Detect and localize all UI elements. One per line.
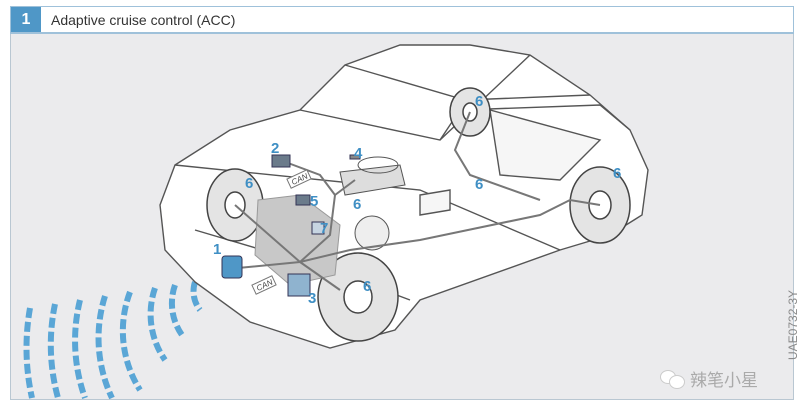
engine-ecu	[271, 154, 291, 168]
label-3: 3	[308, 290, 316, 307]
label-6-rear-right: 6	[613, 165, 621, 182]
acc-sensor-unit	[221, 255, 243, 279]
label-6-front-right: 6	[363, 278, 371, 295]
label-7: 7	[320, 220, 328, 237]
wechat-icon	[660, 369, 686, 389]
actuator	[311, 221, 325, 235]
label-6-rear-left: 6	[475, 93, 483, 110]
transmission-ecu	[295, 194, 311, 206]
figure-code: UAE0732-3Y	[786, 289, 800, 360]
lever	[349, 154, 361, 160]
wiring-harness	[234, 111, 601, 291]
label-2: 2	[271, 140, 279, 157]
figure-header: 1 Adaptive cruise control (ACC)	[10, 6, 794, 34]
label-5: 5	[310, 193, 318, 210]
figure-number: 1	[11, 7, 41, 32]
watermark-text: 辣笔小星	[690, 371, 758, 390]
component-labels: 1 2 3 4 5 6 6 6 6 6 6 7	[213, 93, 621, 307]
radar-waves	[23, 281, 203, 400]
esp-ecu	[287, 273, 311, 297]
label-4: 4	[354, 145, 363, 162]
steering-wheel	[357, 156, 399, 174]
label-1: 1	[213, 241, 221, 258]
dashboard	[339, 164, 406, 196]
components	[221, 154, 361, 297]
brake-booster	[354, 215, 390, 251]
label-6-sensor: 6	[475, 176, 483, 193]
label-6-booster: 6	[353, 196, 361, 213]
figure-title: Adaptive cruise control (ACC)	[51, 11, 236, 28]
watermark: 辣笔小星	[660, 366, 758, 391]
label-6-front-left: 6	[245, 175, 253, 192]
